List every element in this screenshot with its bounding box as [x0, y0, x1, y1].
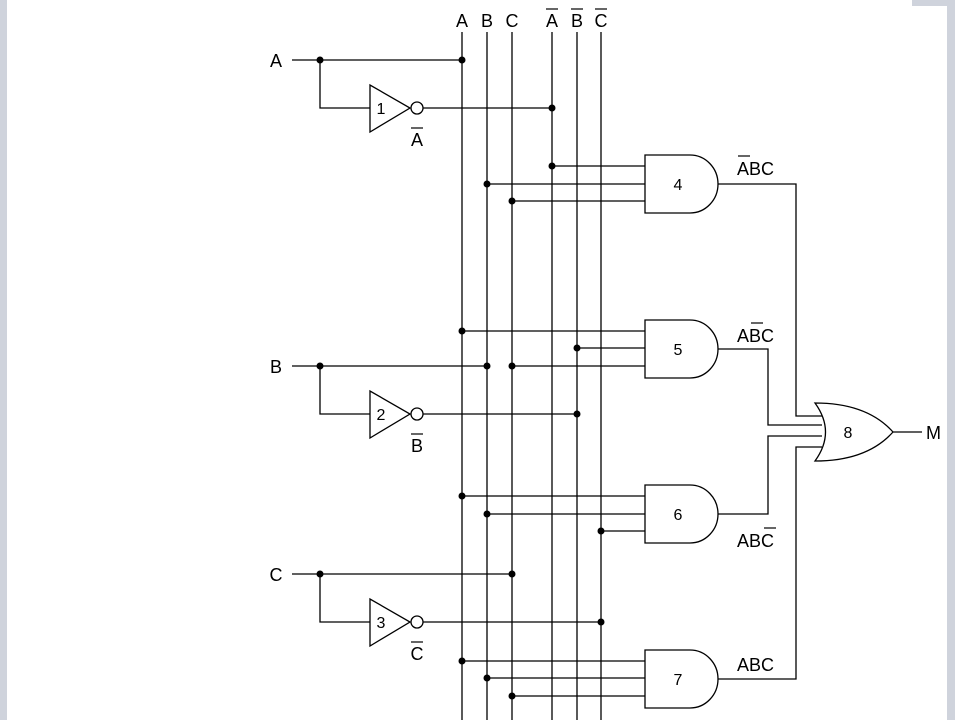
bus-lines	[461, 32, 602, 720]
gate-number: 1	[377, 101, 386, 118]
wire	[319, 60, 370, 109]
inverter-1	[369, 83, 412, 134]
gate-number: 3	[377, 615, 386, 632]
junction-dot	[573, 410, 581, 418]
junction-dot	[458, 492, 466, 500]
and-output-label-4: ABC	[737, 159, 774, 179]
and-gate-7-section: 7 ABC	[458, 446, 822, 709]
junction-dot	[548, 162, 556, 170]
wire	[718, 446, 822, 680]
inverter-2	[369, 389, 412, 440]
junction-dot	[316, 362, 324, 370]
junction-dot	[573, 344, 581, 352]
junction-dot	[508, 692, 516, 700]
and-gate-6-section: 6 ABC	[458, 435, 822, 551]
bus-label-b: B	[481, 11, 493, 31]
junction-dot	[483, 362, 491, 370]
bus-label-a-bar: A	[546, 11, 558, 31]
junction-dot	[548, 104, 556, 112]
and-gate-6	[644, 484, 719, 544]
and-gate-5	[644, 319, 719, 379]
gate-number: 7	[674, 672, 683, 689]
junction-dot	[316, 570, 324, 578]
input-label-b: B	[270, 357, 282, 377]
window-corner	[912, 0, 947, 6]
input-label-a: A	[270, 51, 282, 71]
and-output-label-7: ABC	[737, 655, 774, 675]
wire	[718, 183, 822, 417]
junction-dot	[483, 674, 491, 682]
inverter-bubble	[410, 101, 424, 115]
junction-dot	[597, 527, 605, 535]
junction-dot	[597, 618, 605, 626]
junction-dot	[508, 197, 516, 205]
and-gate-4	[644, 154, 719, 214]
bus-label-a: A	[456, 11, 468, 31]
inverter-output-label-a-bar: A	[411, 130, 423, 150]
gate-number: 8	[844, 425, 853, 442]
output-label-m: M	[926, 423, 941, 443]
inverter-output-label-c-bar: C	[411, 644, 424, 664]
or-gate-8-section: 8 M	[813, 402, 941, 462]
junction-dot	[483, 180, 491, 188]
and-gate-7	[644, 649, 719, 709]
junction-dot	[483, 510, 491, 518]
bus-label-c: C	[506, 11, 519, 31]
junction-dot	[458, 657, 466, 665]
and-gate-5-section: 5 ABC	[458, 319, 822, 426]
and-gate-4-section: 4 ABC	[483, 154, 822, 417]
junction-dot	[508, 570, 516, 578]
input-c-section: C 3 C	[270, 565, 605, 664]
inverter-bubble	[410, 407, 424, 421]
bus-label-c-bar: C	[595, 11, 608, 31]
inverter-bubble	[410, 615, 424, 629]
junction-dot	[508, 362, 516, 370]
wire	[718, 435, 822, 515]
wire	[319, 574, 370, 623]
gate-number: 5	[674, 342, 683, 359]
and-output-label-6: ABC	[737, 531, 774, 551]
diagram-canvas	[7, 0, 947, 720]
bus-label-b-bar: B	[571, 11, 583, 31]
inverter-3	[369, 597, 412, 648]
input-a-section: A 1 A	[270, 51, 556, 150]
and-output-label-5: ABC	[737, 326, 774, 346]
wire	[319, 366, 370, 415]
wire	[718, 348, 822, 426]
or-gate-8	[813, 402, 894, 462]
gate-number: 2	[377, 407, 386, 424]
gate-number: 4	[674, 177, 683, 194]
input-label-c: C	[270, 565, 283, 585]
junction-dot	[458, 327, 466, 335]
bus-labels: A B C A B C	[456, 8, 608, 31]
junction-dot	[316, 56, 324, 64]
input-b-section: B 2 B	[270, 357, 581, 456]
inverter-output-label-b-bar: B	[411, 436, 423, 456]
junction-dot	[458, 56, 466, 64]
gate-number: 6	[674, 507, 683, 524]
